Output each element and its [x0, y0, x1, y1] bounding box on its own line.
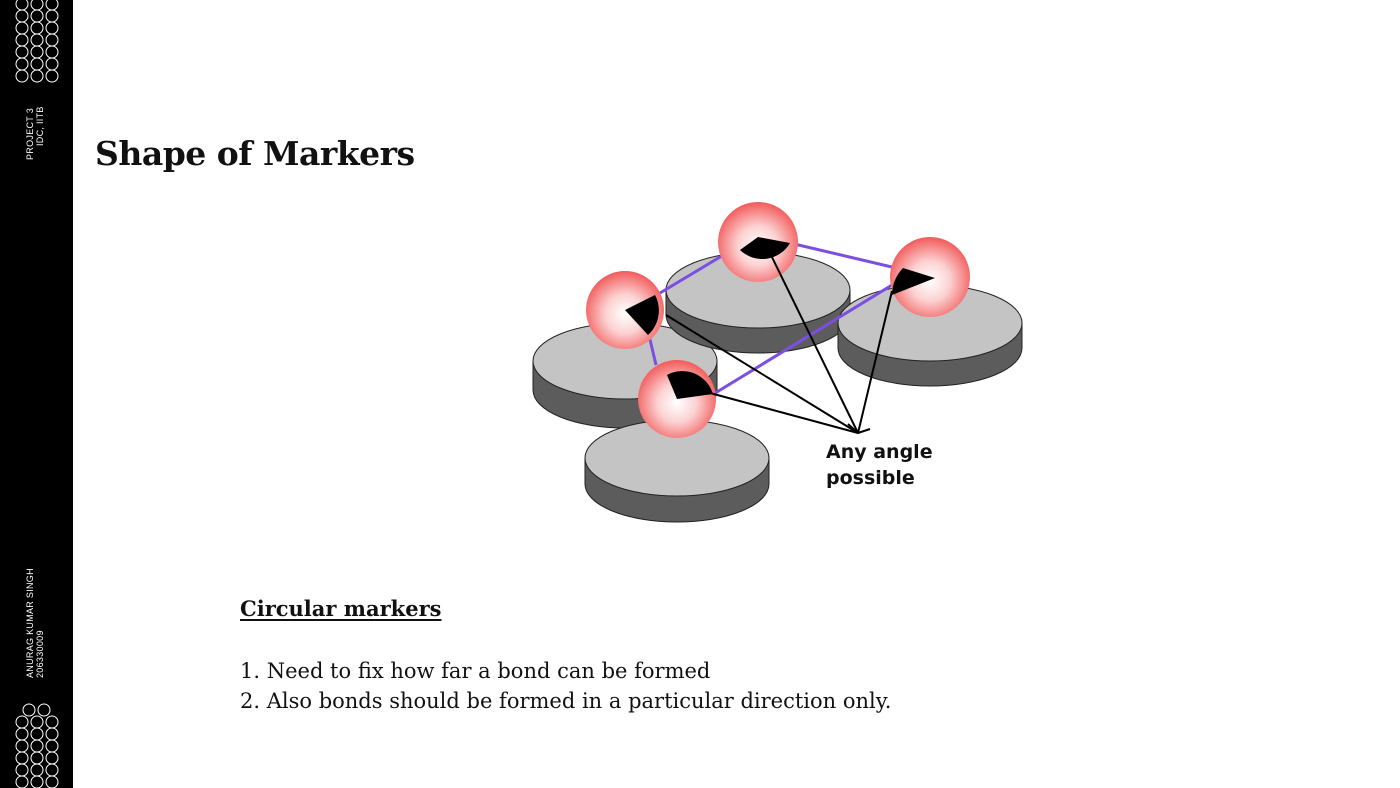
annotation-line1: Any angle: [826, 441, 933, 463]
marker-ball-front: [638, 360, 716, 438]
sector-icon: [625, 295, 659, 335]
angle-arrows: [665, 248, 893, 435]
sector-icon: [892, 268, 935, 295]
sidebar-author-label: ANURAG KUMAR SINGH 206330009: [25, 568, 45, 678]
marker-ball-right: [890, 237, 970, 317]
disc-front: [584, 419, 770, 523]
sidebar: PROJECT 3 IDC, IITB ANURAG KUMAR SINGH 2…: [0, 0, 73, 788]
sidebar-project-label: PROJECT 3 IDC, IITB: [25, 106, 45, 160]
circle-pattern-bottom: [15, 703, 59, 788]
sidebar-project-line2: IDC, IITB: [35, 106, 45, 146]
points-list: 1. Need to fix how far a bond can be for…: [240, 656, 891, 716]
sidebar-project-line1: PROJECT 3: [25, 107, 35, 160]
disc-top: [665, 251, 851, 354]
sidebar-author-name: ANURAG KUMAR SINGH: [25, 568, 35, 678]
disc-right: [837, 284, 1023, 387]
sector-icon: [667, 371, 713, 399]
list-item: 1. Need to fix how far a bond can be for…: [240, 659, 711, 683]
marker-ball-left: [586, 271, 664, 349]
sidebar-author-id: 206330009: [35, 630, 45, 678]
sector-icon: [740, 237, 790, 260]
marker-diagram: Any angle possible: [532, 202, 1023, 523]
circle-pattern-top: [15, 0, 59, 83]
marker-ball-top: [718, 202, 798, 282]
section-heading: Circular markers: [240, 596, 442, 621]
list-item: 2. Also bonds should be formed in a part…: [240, 689, 892, 713]
annotation-line2: possible: [826, 467, 915, 489]
slide-title: Shape of Markers: [95, 134, 415, 173]
